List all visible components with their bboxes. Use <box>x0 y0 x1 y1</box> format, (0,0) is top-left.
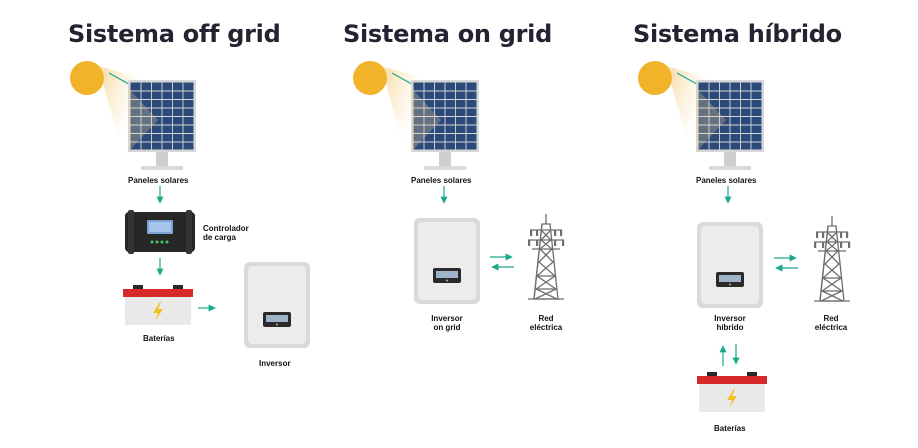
bidirectional-vertical-arrows-icon <box>719 344 740 366</box>
power-tower-icon <box>527 213 565 300</box>
inverter-icon <box>244 262 310 348</box>
inverter-icon <box>414 218 480 304</box>
battery-icon <box>697 372 767 412</box>
grid-label-hybrid-2: eléctrica <box>814 323 848 332</box>
panel-label-off-grid: Paneles solares <box>128 176 189 185</box>
arrow-down-icon <box>724 186 732 204</box>
controller-label-2: de carga <box>203 233 236 242</box>
bidirectional-arrows-icon <box>774 254 798 272</box>
inverter-label-off-grid: Inversor <box>259 359 291 368</box>
title-on-grid: Sistema on grid <box>343 20 552 48</box>
arrow-down-icon <box>440 186 448 204</box>
controller-label-1: Controlador <box>203 224 249 233</box>
charge-controller-icon <box>125 210 195 254</box>
arrow-down-icon <box>156 258 164 276</box>
solar-panel-icon <box>696 80 764 170</box>
inverter-icon <box>697 222 763 308</box>
inverter-label-hybrid-2: híbrido <box>716 323 744 332</box>
inverter-label-hybrid-1: Inversor <box>714 314 746 323</box>
solar-panel-icon <box>411 80 479 170</box>
battery-label-hybrid: Baterías <box>714 424 746 433</box>
panel-label-hybrid: Paneles solares <box>696 176 757 185</box>
arrow-right-icon <box>198 304 216 312</box>
inverter-label-on-grid-2: on grid <box>433 323 461 332</box>
title-off-grid: Sistema off grid <box>68 20 281 48</box>
power-tower-icon <box>813 215 851 302</box>
bidirectional-arrows-icon <box>490 253 514 271</box>
inverter-label-on-grid-1: Inversor <box>431 314 463 323</box>
grid-label-hybrid-1: Red <box>823 314 839 323</box>
battery-label-off-grid: Baterías <box>143 334 175 343</box>
title-hybrid: Sistema híbrido <box>633 20 842 48</box>
arrow-down-icon <box>156 186 164 204</box>
battery-icon <box>123 285 193 325</box>
grid-label-on-grid-1: Red <box>538 314 554 323</box>
solar-panel-icon <box>128 80 196 170</box>
panel-label-on-grid: Paneles solares <box>411 176 472 185</box>
grid-label-on-grid-2: eléctrica <box>529 323 563 332</box>
